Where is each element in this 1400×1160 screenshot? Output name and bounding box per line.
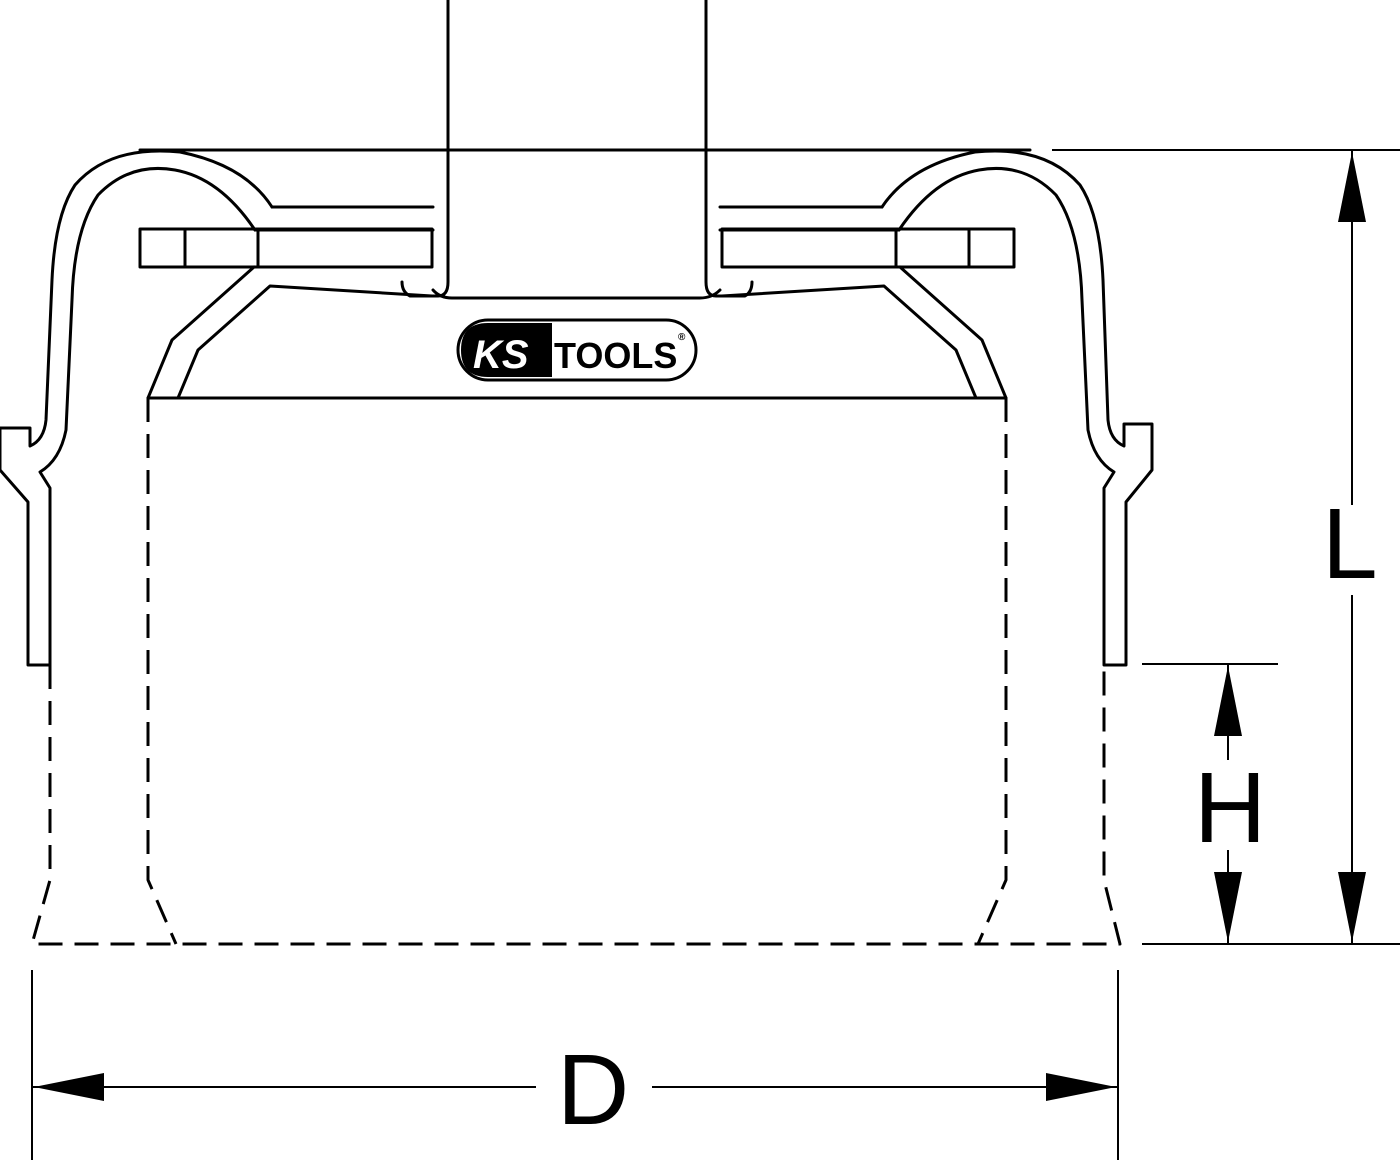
d-arrow-right [1046,1073,1116,1101]
crossbeam [138,148,1032,209]
spindle [400,0,754,300]
dimension-l-label: L [1322,488,1378,600]
l-arrow-top [1338,152,1366,222]
dimension-h: H [1142,663,1278,944]
right-clamp-block [720,227,1016,400]
workpiece-outer-outline [30,665,1122,946]
dimension-h-label: H [1194,752,1266,864]
h-arrow-bottom [1214,872,1242,942]
logo-brand-left: KS [473,333,529,377]
d-arrow-left [34,1073,104,1101]
workpiece-inner-outline [146,398,1008,945]
left-clamp-block [138,227,434,400]
logo-registered-mark: ® [678,332,686,343]
dimension-l: L [1052,149,1400,945]
ks-tools-logo: KS TOOLS ® [456,318,698,382]
logo-brand-right: TOOLS [554,335,677,376]
dimension-d-label: D [557,1034,629,1146]
h-arrow-top [1214,666,1242,736]
l-arrow-bottom [1338,872,1366,942]
dimension-d: D [31,970,1119,1160]
